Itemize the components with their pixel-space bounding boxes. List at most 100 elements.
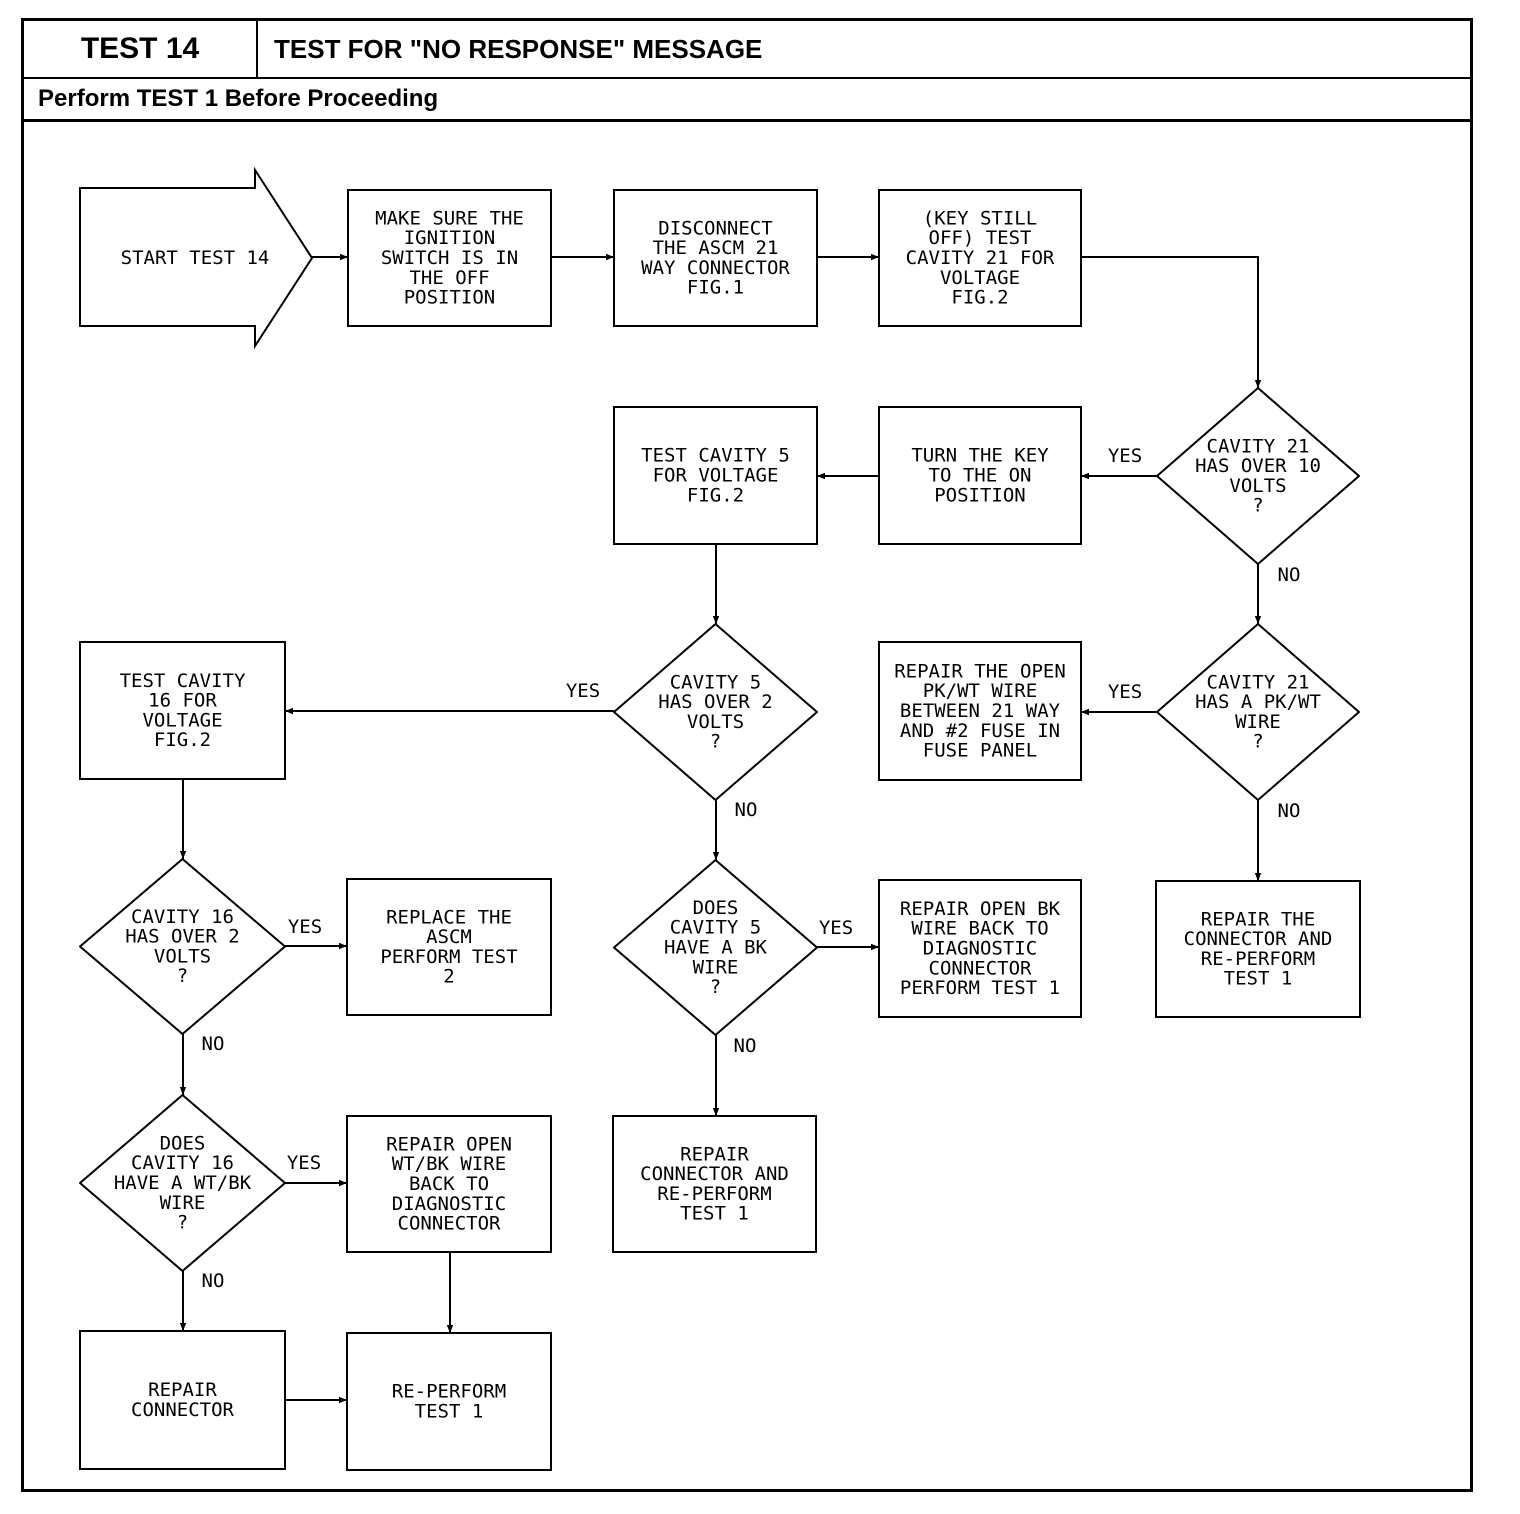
node-text-line: PK/WT WIRE: [923, 680, 1037, 702]
node-text-line: FIG.2: [951, 287, 1008, 309]
node-text-line: HAS OVER 2: [125, 926, 239, 948]
node-text-line: ?: [177, 965, 188, 987]
decision-diamond: [1156, 623, 1360, 801]
node-text-line: HAS OVER 2: [658, 691, 772, 713]
node-text-line: CAVITY 21: [1207, 671, 1310, 693]
process-box: [79, 1330, 286, 1470]
process-box: [612, 1115, 817, 1253]
node-text-line: ?: [1252, 495, 1263, 517]
node-text-line: TURN THE KEY: [911, 445, 1049, 467]
node-text-line: PERFORM TEST: [380, 946, 517, 968]
node-text-line: DIAGNOSTIC: [392, 1193, 506, 1215]
node-text-line: TEST 1: [680, 1203, 749, 1225]
node-text-line: CAVITY 21: [1207, 435, 1310, 457]
decision-diamond: [79, 1094, 286, 1272]
node-text-line: CAVITY 5: [670, 671, 762, 693]
edge-label-no-cavity21-pkwt: NO: [1278, 800, 1301, 822]
node-text-line: REPAIR OPEN BK: [900, 898, 1061, 920]
node-text-line: FUSE PANEL: [923, 740, 1037, 762]
node-text-line: WAY CONNECTOR: [641, 257, 790, 279]
node-text-line: CONNECTOR: [398, 1213, 502, 1235]
node-text-line: HAVE A WT/BK: [114, 1172, 252, 1194]
process-box: [613, 189, 818, 327]
edge-label-yes-cavity21-pkwt: YES: [1108, 681, 1142, 703]
node-text-line: WT/BK WIRE: [392, 1153, 506, 1175]
node-text-line: VOLTAGE: [142, 709, 222, 731]
node-text-line: VOLTAGE: [940, 267, 1020, 289]
process-box: [79, 641, 286, 780]
flow-connectors: [179, 253, 1262, 1404]
edge-label-yes-cavity21-volts: YES: [1108, 445, 1142, 467]
decision-diamond: [613, 623, 818, 801]
node-text-line: POSITION: [934, 484, 1026, 506]
node-text-line: DISCONNECT: [658, 217, 772, 239]
edge-label-yes-cavity16-wtbk: YES: [287, 1152, 321, 1174]
node-start: START TEST 14: [79, 166, 314, 350]
edge-label-no-cavity21-volts: NO: [1278, 564, 1301, 586]
node-text-line: BACK TO: [409, 1173, 489, 1195]
node-text-line: VOLTS: [687, 711, 744, 733]
node-text-line: RE-PERFORM: [392, 1381, 506, 1403]
decision-diamond: [1156, 387, 1360, 565]
test-title: TEST FOR "NO RESPONSE" MESSAGE: [274, 33, 763, 64]
node-text-line: WIRE BACK TO: [911, 918, 1048, 940]
node-text-line: CONNECTOR AND: [640, 1163, 789, 1185]
node-text-line: THE OFF: [409, 267, 489, 289]
connector-arrow-4: [1081, 256, 1262, 388]
node-text-line: ?: [177, 1212, 188, 1234]
process-box: [347, 189, 552, 327]
node-text-line: ?: [1252, 731, 1263, 753]
node-text-line: WIRE: [693, 956, 739, 978]
node-text-line: REPAIR THE OPEN: [894, 660, 1066, 682]
node-text-line: HAS OVER 10: [1195, 455, 1321, 477]
node-text-line: TEST 1: [1224, 968, 1293, 990]
process-box: [878, 879, 1082, 1018]
node-text-line: ?: [710, 976, 721, 998]
node-text-line: CAVITY 5: [670, 917, 762, 939]
process-box: [346, 1332, 552, 1471]
node-text-line: REPLACE THE: [386, 906, 512, 928]
process-box: [878, 189, 1082, 327]
node-text-line: TO THE ON: [929, 465, 1032, 487]
edge-label-no-cavity16-wtbk: NO: [202, 1270, 225, 1292]
node-text-line: DOES: [693, 897, 739, 919]
node-text-line: FIG.1: [687, 277, 744, 299]
node-text-line: CAVITY 16: [131, 1152, 234, 1174]
node-text-line: 16 FOR: [148, 690, 217, 712]
process-box: [878, 641, 1082, 781]
node-text-line: REPAIR: [680, 1143, 749, 1165]
process-box: [346, 878, 552, 1016]
node-text-line: VOLTS: [1229, 475, 1286, 497]
process-box: [1155, 880, 1361, 1018]
node-text-line: MAKE SURE THE: [375, 207, 524, 229]
node-text-line: THE ASCM 21: [653, 237, 779, 259]
decision-diamond: [79, 858, 286, 1035]
